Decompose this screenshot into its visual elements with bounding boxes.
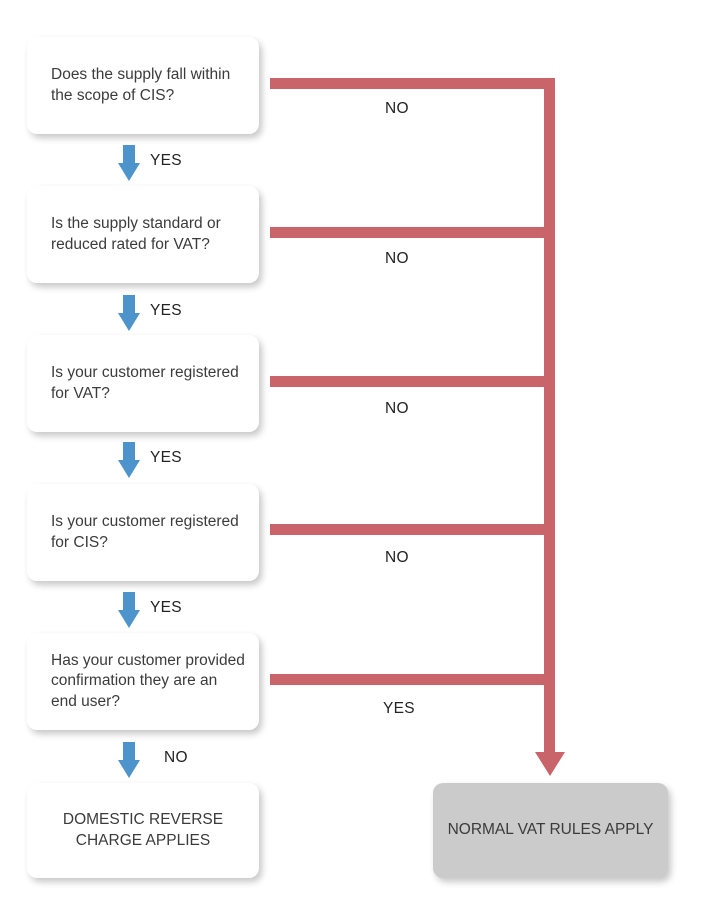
- down-label-5: NO: [142, 744, 210, 772]
- down-label-1: YES: [150, 152, 182, 169]
- decision-node-vat-rate-text: Is the supply standard or reduced rated …: [51, 215, 221, 253]
- decision-node-cis-scope[interactable]: Does the supply fall within the scope of…: [27, 37, 259, 134]
- terminal-node-reverse-charge[interactable]: DOMESTIC REVERSE CHARGE APPLIES: [27, 783, 259, 878]
- down-arrow-icon-3: [118, 442, 140, 478]
- red-branch-line-3: [270, 376, 555, 387]
- decision-node-cis-scope-text: Does the supply fall within the scope of…: [51, 66, 231, 104]
- down-arrow-icon-2: [118, 295, 140, 331]
- branch-label-5: YES: [383, 700, 415, 717]
- branch-label-4: NO: [385, 549, 409, 566]
- red-vertical-trunk: [544, 78, 555, 754]
- red-arrowhead-icon: [535, 752, 565, 776]
- terminal-node-normal-vat[interactable]: NORMAL VAT RULES APPLY: [433, 783, 668, 878]
- branch-label-3: NO: [385, 400, 409, 417]
- down-arrow-icon-4: [118, 592, 140, 628]
- down-arrow-icon-5: [118, 742, 140, 778]
- decision-node-customer-vat[interactable]: Is your customer registered for VAT?: [27, 335, 259, 432]
- red-branch-line-2: [270, 227, 555, 238]
- branch-label-1: NO: [385, 100, 409, 117]
- terminal-node-reverse-charge-text: DOMESTIC REVERSE CHARGE APPLIES: [62, 811, 224, 849]
- decision-node-customer-vat-text: Is your customer registered for VAT?: [51, 364, 239, 402]
- decision-node-end-user[interactable]: Has your customer provided confirmation …: [27, 633, 259, 730]
- down-label-3: YES: [150, 449, 182, 466]
- decision-node-customer-cis[interactable]: Is your customer registered for CIS?: [27, 484, 259, 581]
- decision-node-end-user-text: Has your customer provided confirmation …: [51, 651, 245, 710]
- branch-label-2: NO: [385, 250, 409, 267]
- red-branch-line-5: [270, 674, 555, 685]
- down-label-2: YES: [150, 302, 182, 319]
- red-branch-line-4: [270, 524, 555, 535]
- decision-node-vat-rate[interactable]: Is the supply standard or reduced rated …: [27, 186, 259, 283]
- down-label-4: YES: [150, 599, 182, 616]
- red-branch-line-1: [270, 78, 555, 89]
- terminal-node-normal-vat-text: NORMAL VAT RULES APPLY: [447, 821, 654, 839]
- down-arrow-icon-1: [118, 145, 140, 181]
- decision-node-customer-cis-text: Is your customer registered for CIS?: [51, 513, 239, 551]
